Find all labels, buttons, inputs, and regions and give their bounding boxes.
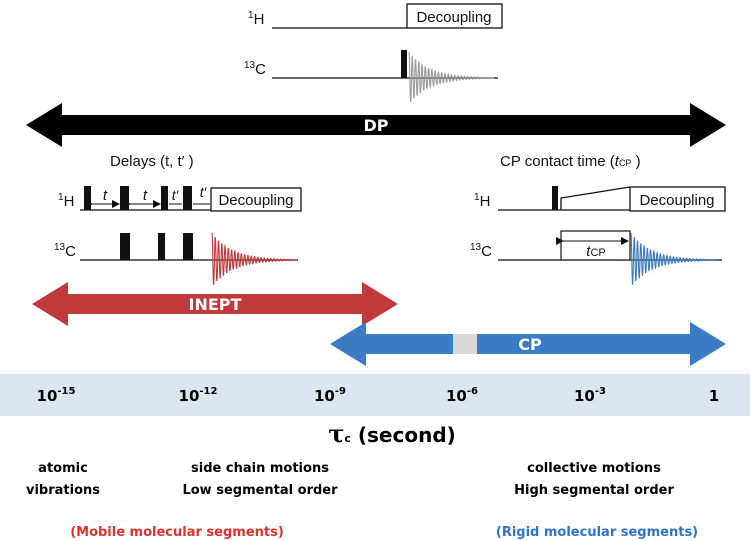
dp-h-label: 1H xyxy=(248,10,264,28)
inept-delays-title: Delays (t, t′ ) xyxy=(110,153,194,170)
cp-fid xyxy=(630,232,717,285)
dp-fid xyxy=(408,51,495,103)
inept-h-label: 1H xyxy=(58,192,74,210)
dp-c-label: 13C xyxy=(244,60,266,78)
region-sidechain-line1: side chain motions xyxy=(191,461,329,476)
cp-arrow-label: CP xyxy=(518,335,542,354)
cp-tcp-label: tCP xyxy=(586,243,605,260)
dp-pulse xyxy=(401,50,407,78)
cp-decoupling-label: Decoupling xyxy=(639,192,714,209)
region-collective-line1: collective motions xyxy=(527,461,661,476)
cp-pulse-sequence: CP contact time (tCP ) 1H Decoupling 13C… xyxy=(470,153,726,285)
inept-c-label: 13C xyxy=(54,242,76,260)
inept-arrow: INEPT xyxy=(32,282,398,326)
cp-c-label: 13C xyxy=(470,242,492,260)
region-sidechain-line2: Low segmental order xyxy=(182,483,338,498)
inept-delay-t1: t xyxy=(103,187,108,204)
region-atomic-line2: vibrations xyxy=(26,483,100,498)
region-labels: atomic vibrations side chain motions Low… xyxy=(26,461,698,540)
axis-label: τc (second) xyxy=(328,419,456,448)
dp-pulse-sequence: 1H Decoupling 13C xyxy=(244,3,503,103)
dp-arrow-label: DP xyxy=(363,116,388,135)
cp-decoupling-box xyxy=(629,186,726,212)
inept-delay-t3: t′ xyxy=(172,187,180,203)
cp-contact-box xyxy=(560,230,631,261)
cp-title: CP contact time (tCP ) xyxy=(500,153,641,170)
dp-decoupling-label: Decoupling xyxy=(416,9,491,26)
cp-h-label: 1H xyxy=(474,192,490,210)
inept-decoupling-label: Decoupling xyxy=(218,192,293,209)
region-atomic-line1: atomic xyxy=(38,461,88,476)
dp-arrow: DP xyxy=(26,103,726,147)
tick-1: 1 xyxy=(709,387,719,405)
inept-arrow-label: INEPT xyxy=(189,295,242,314)
inept-decoupling-box xyxy=(210,187,302,212)
rigid-segments-label: (Rigid molecular segments) xyxy=(496,525,698,540)
timescale-band: 10-15 10-12 10-9 10-6 10-3 1 xyxy=(0,374,750,416)
dp-decoupling-box xyxy=(406,3,503,29)
inept-delay-t2: t xyxy=(143,187,148,204)
inept-fid xyxy=(211,232,298,285)
inept-pulse-sequence: Delays (t, t′ ) 1H Decoupling t t t′ t′ … xyxy=(54,153,302,285)
mobile-segments-label: (Mobile molecular segments) xyxy=(70,525,284,540)
inept-delay-t4: t′ xyxy=(200,184,208,200)
cp-arrow-gap xyxy=(453,334,477,354)
cp-arrow: CP xyxy=(330,322,726,366)
region-collective-line2: High segmental order xyxy=(514,483,674,498)
